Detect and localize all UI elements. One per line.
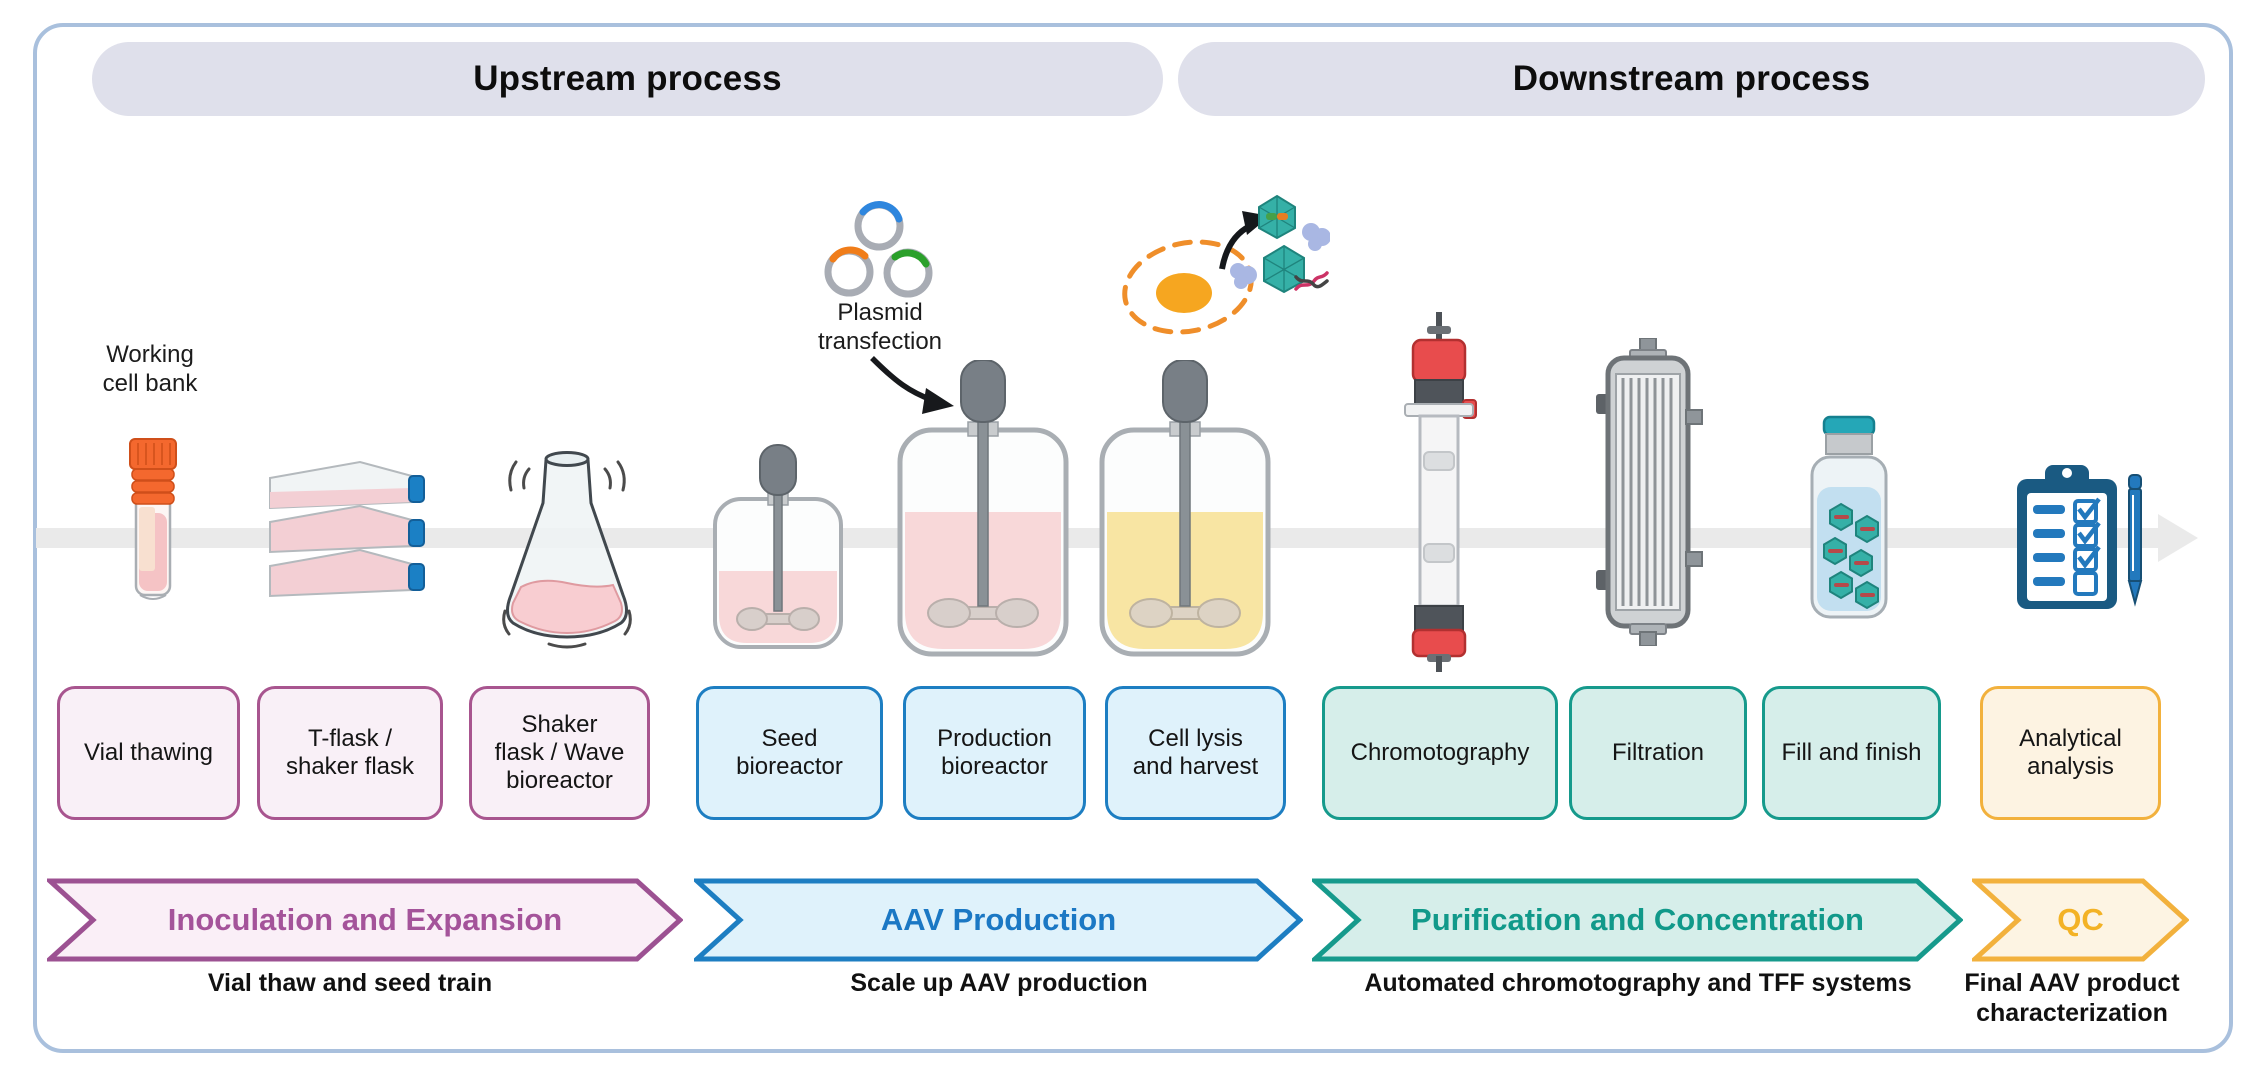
step-chromatography: Chromotography xyxy=(1322,686,1558,820)
step-filtration: Filtration xyxy=(1569,686,1747,820)
seed-bioreactor-icon xyxy=(713,444,843,649)
pen-icon xyxy=(2127,474,2143,607)
step-label: Shaker flask / Wave bioreactor xyxy=(494,711,625,794)
working-cell-bank-label: Working cell bank xyxy=(102,341,198,397)
caption-inoculation: Vial thaw and seed train xyxy=(207,969,493,997)
transfection-arrow-icon xyxy=(870,356,954,414)
chromatography-column-icon xyxy=(1404,312,1477,672)
plasmids-icon xyxy=(824,201,933,298)
cryovial-icon xyxy=(129,438,177,600)
step-shaker-flask: Shaker flask / Wave bioreactor xyxy=(469,686,650,820)
step-label: Chromotography xyxy=(1350,739,1530,766)
diagram-frame xyxy=(33,23,2233,1053)
downstream-header: Downstream process xyxy=(1178,42,2205,116)
upstream-header-label: Upstream process xyxy=(473,59,782,98)
upstream-header: Upstream process xyxy=(92,42,1163,116)
phase-aav-production: AAV Production xyxy=(694,878,1303,962)
step-analytical-analysis: Analytical analysis xyxy=(1980,686,2161,820)
harvest-bioreactor-icon xyxy=(1099,360,1271,657)
phase-purification-concentration: Purification and Concentration xyxy=(1312,878,1963,962)
phase-label: QC xyxy=(2057,902,2104,937)
step-label: Cell lysis and harvest xyxy=(1132,725,1259,780)
fill-finish-vial-icon xyxy=(1810,415,1888,619)
chevron-banner xyxy=(1312,878,1963,962)
plasmid-transfection-label: Plasmid transfection xyxy=(817,299,943,355)
chevron-banner xyxy=(47,878,683,962)
timeline-arrow-icon xyxy=(2158,514,2198,562)
step-label: Fill and finish xyxy=(1781,739,1922,766)
phase-qc: QC xyxy=(1972,878,2189,962)
chevron-banner xyxy=(1972,878,2189,962)
step-production-bioreactor: Production bioreactor xyxy=(903,686,1086,820)
step-label: Production bioreactor xyxy=(937,725,1052,780)
step-label: Vial thawing xyxy=(84,739,213,766)
production-bioreactor-icon xyxy=(897,360,1069,657)
step-label: Seed bioreactor xyxy=(736,725,843,780)
phase-inoculation-expansion: Inoculation and Expansion xyxy=(47,878,683,962)
shaker-flask-icon xyxy=(502,451,632,649)
step-t-flask: T-flask / shaker flask xyxy=(257,686,443,820)
caption-qc: Final AAV product characterization xyxy=(1964,969,2180,1027)
caption-production: Scale up AAV production xyxy=(850,969,1148,997)
tff-filter-icon xyxy=(1596,338,1703,646)
chevron-banner xyxy=(694,878,1303,962)
step-label: T-flask / shaker flask xyxy=(285,725,415,780)
phase-label: AAV Production xyxy=(880,902,1117,937)
t-flask-stack-icon xyxy=(269,460,425,598)
phase-label: Purification and Concentration xyxy=(1411,902,1864,937)
qc-clipboard-icon xyxy=(2017,465,2143,609)
cell-lysis-icon xyxy=(1122,194,1330,335)
phase-label: Inoculation and Expansion xyxy=(167,902,563,937)
step-label: Analytical analysis xyxy=(2019,725,2122,780)
caption-purification: Automated chromotography and TFF systems xyxy=(1364,969,1912,997)
step-vial-thawing: Vial thawing xyxy=(57,686,240,820)
step-cell-lysis: Cell lysis and harvest xyxy=(1105,686,1286,820)
downstream-header-label: Downstream process xyxy=(1512,59,1871,98)
step-fill-and-finish: Fill and finish xyxy=(1762,686,1941,820)
step-seed-bioreactor: Seed bioreactor xyxy=(696,686,883,820)
step-label: Filtration xyxy=(1611,739,1705,766)
